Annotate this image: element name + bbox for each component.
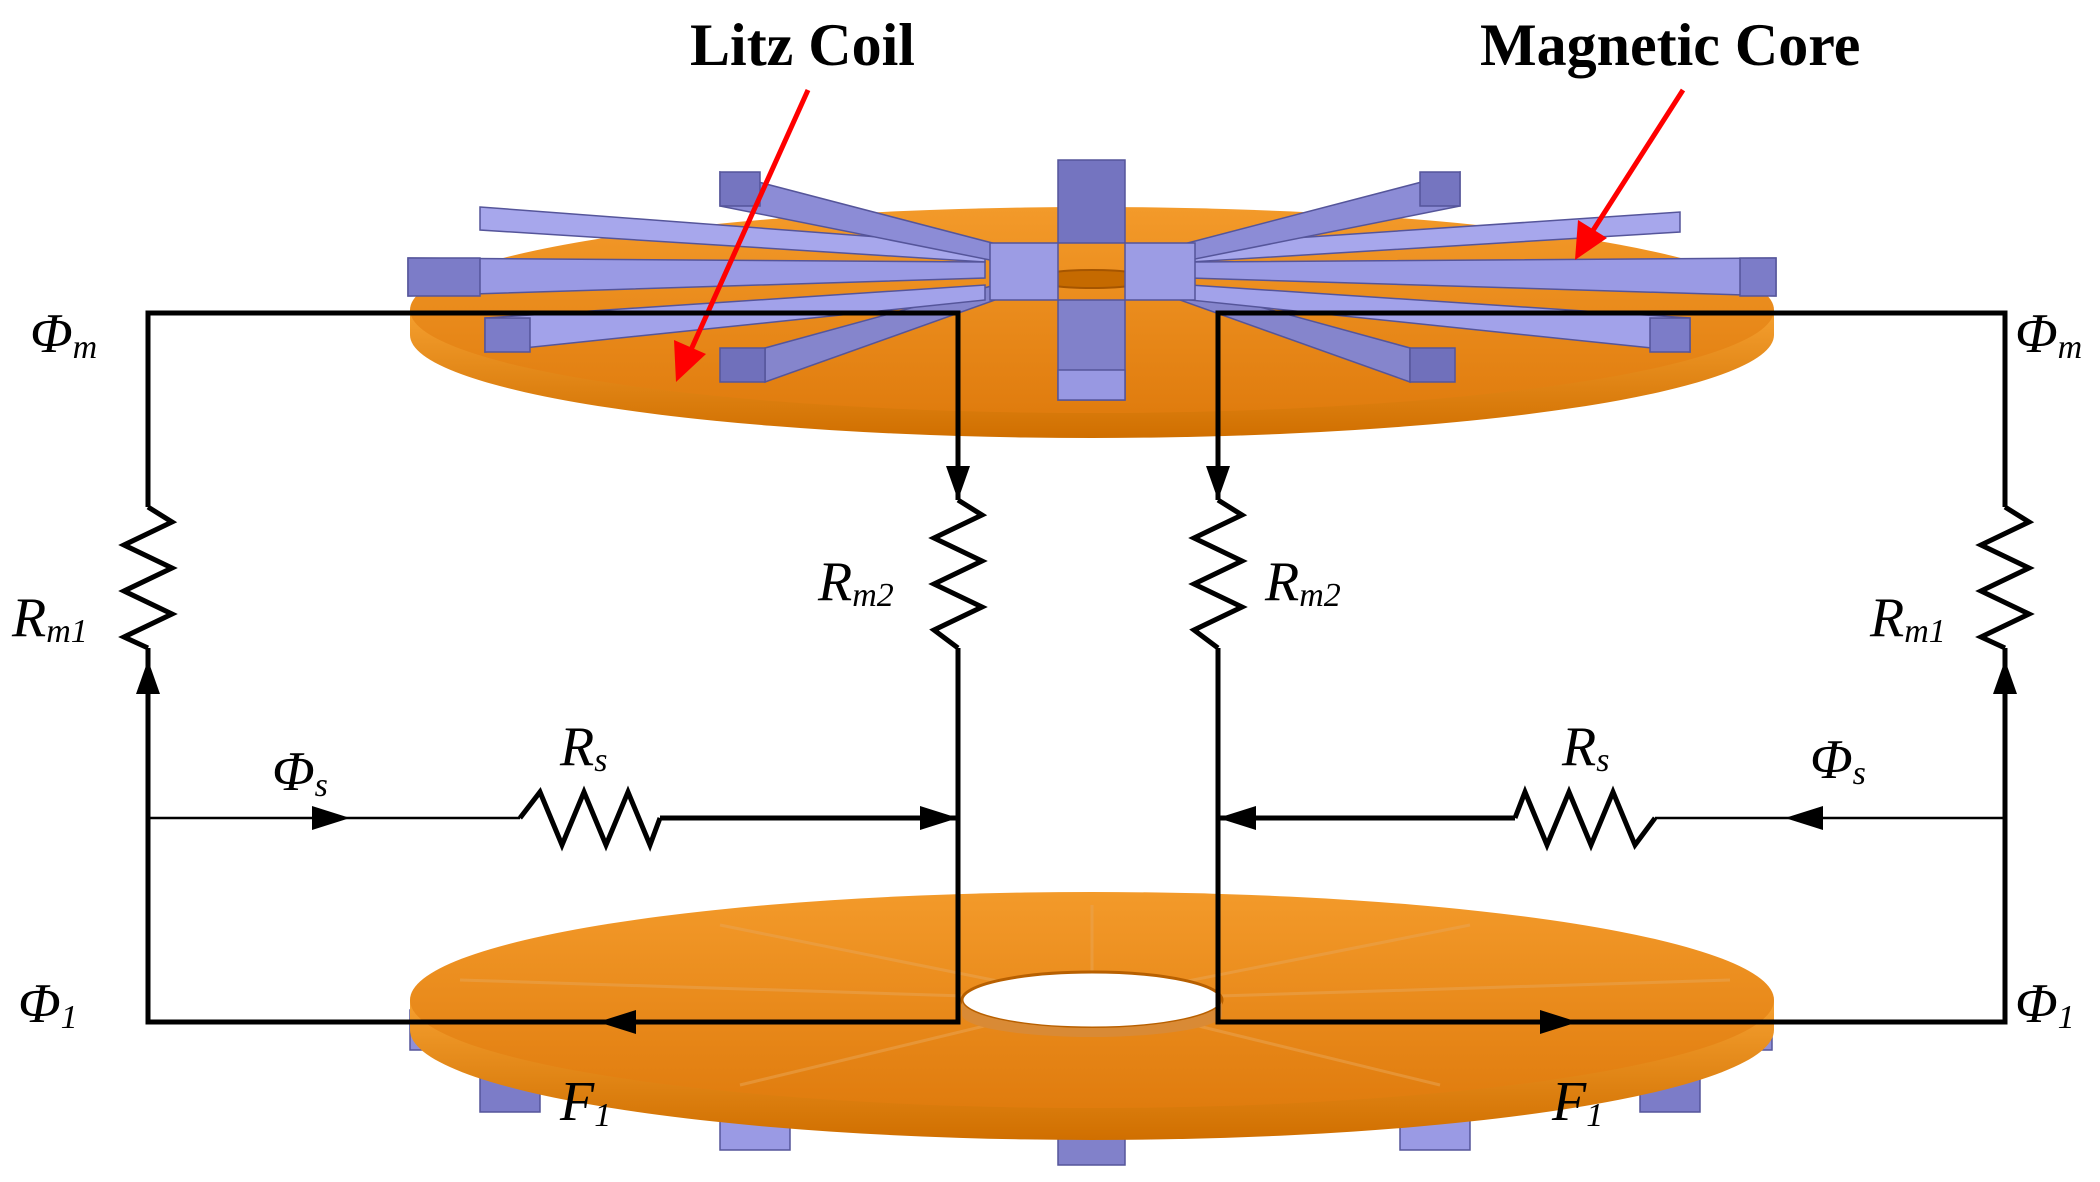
right-rm2-resistor — [1188, 497, 1248, 650]
phi-1-right-label: Φ1 — [2015, 973, 2075, 1036]
phi-m-left-label: Φm — [30, 303, 97, 366]
phi-1-left-label: Φ1 — [18, 973, 78, 1036]
rm2-left-label: Rm2 — [817, 551, 894, 614]
rm2-right-label: Rm2 — [1264, 551, 1341, 614]
bottom-litz-coil — [410, 892, 1774, 1140]
rs-left-label: Rs — [559, 716, 607, 779]
rm1-left-label: Rm1 — [11, 587, 88, 650]
litz-coil-callout-arrow — [674, 88, 811, 382]
f1-right-label: F1 — [1551, 1071, 1603, 1134]
top-magnetic-core-bars — [407, 159, 1777, 401]
f1-left-label: F1 — [559, 1071, 611, 1134]
phi-s-right-label: Φs — [1810, 729, 1866, 792]
phi-m-right-label: Φm — [2015, 303, 2082, 366]
left-magnetic-circuit — [118, 310, 988, 1034]
magnetic-core-callout-arrow — [1575, 88, 1686, 260]
right-magnetic-circuit — [1188, 310, 2035, 1034]
left-rm1-resistor — [118, 504, 178, 651]
bottom-pad — [409, 892, 1774, 1166]
litz-coil-label: Litz Coil — [690, 12, 915, 78]
left-rm2-resistor — [928, 497, 988, 650]
top-pad — [407, 159, 1777, 438]
right-rm1-resistor — [1975, 504, 2035, 651]
phi-s-left-label: Φs — [272, 741, 328, 804]
right-rs-resistor — [1512, 785, 1658, 852]
magnetic-core-label: Magnetic Core — [1480, 12, 1860, 78]
left-rs-resistor — [518, 785, 663, 852]
rm1-right-label: Rm1 — [1869, 587, 1946, 650]
rs-right-label: Rs — [1561, 716, 1609, 779]
